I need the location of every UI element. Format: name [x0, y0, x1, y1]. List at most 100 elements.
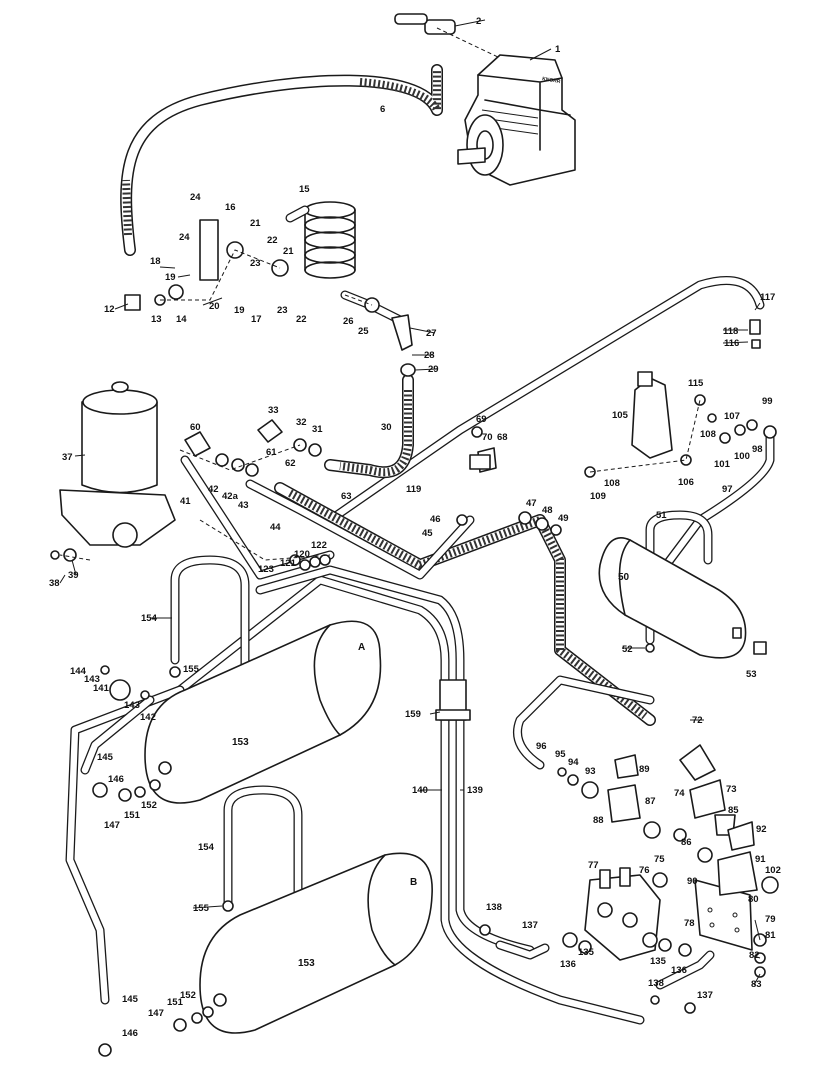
label-31: 31 — [312, 424, 323, 435]
label-154a: 154 — [141, 613, 158, 624]
label-37: 37 — [62, 452, 73, 463]
label-23b: 23 — [277, 305, 288, 316]
label-85: 85 — [728, 805, 739, 816]
label-38: 38 — [49, 578, 60, 589]
label-99: 99 — [762, 396, 773, 407]
label-14: 14 — [176, 314, 187, 325]
label-115: 115 — [688, 378, 704, 389]
label-20: 20 — [209, 301, 220, 312]
label-23a: 23 — [250, 258, 261, 269]
label-101: 101 — [714, 459, 731, 470]
label-142: 142 — [140, 712, 156, 723]
label-108a: 108 — [700, 429, 716, 440]
label-70: 70 — [482, 432, 493, 443]
assembly-leaders — [59, 27, 701, 561]
label-1: 1 — [555, 44, 561, 55]
label-60: 60 — [190, 422, 201, 433]
label-155b: 155 — [193, 903, 210, 914]
label-51: 51 — [656, 510, 667, 521]
air-tank-B: B 153 — [199, 852, 433, 1034]
label-49: 49 — [558, 513, 569, 524]
label-91: 91 — [755, 854, 766, 865]
label-119: 119 — [406, 484, 421, 495]
label-147a: 147 — [104, 820, 120, 831]
label-135a: 135 — [578, 947, 595, 958]
label-88: 88 — [593, 815, 604, 826]
label-159: 159 — [405, 709, 421, 720]
label-86: 86 — [681, 837, 692, 848]
tank-A-letter: A — [358, 642, 365, 653]
label-100: 100 — [734, 451, 750, 462]
label-68: 68 — [497, 432, 508, 443]
label-48: 48 — [542, 505, 553, 516]
label-42a: 42a — [222, 491, 239, 502]
tank-50-number: 50 — [618, 572, 630, 583]
label-41: 41 — [180, 496, 191, 507]
label-137b: 137 — [697, 990, 713, 1001]
label-121: 121 — [280, 558, 297, 569]
label-15: 15 — [299, 184, 310, 195]
tank-B-number: 153 — [298, 958, 315, 969]
label-39: 39 — [68, 570, 79, 581]
label-98: 98 — [752, 444, 763, 455]
label-89: 89 — [639, 764, 650, 775]
label-83: 83 — [751, 979, 762, 990]
label-24a: 24 — [190, 192, 201, 203]
label-93: 93 — [585, 766, 596, 777]
label-96: 96 — [536, 741, 547, 752]
fittings — [50, 219, 779, 1057]
label-16: 16 — [225, 202, 236, 213]
label-81: 81 — [765, 930, 776, 941]
label-78: 78 — [684, 918, 695, 929]
label-136a: 136 — [560, 959, 576, 970]
label-30: 30 — [381, 422, 392, 433]
label-13: 13 — [151, 314, 162, 325]
label-21b: 21 — [283, 246, 294, 257]
label-155a: 155 — [183, 664, 200, 675]
label-102: 102 — [765, 865, 781, 876]
label-52: 52 — [622, 644, 633, 655]
valve-105 — [631, 371, 673, 459]
label-61: 61 — [266, 447, 277, 458]
label-69: 69 — [476, 414, 487, 425]
compressor-brand: KNORR — [542, 76, 561, 85]
label-97: 97 — [722, 484, 733, 495]
label-53: 53 — [746, 669, 757, 680]
label-137a: 137 — [522, 920, 538, 931]
brake-valve-77 — [584, 867, 661, 961]
label-92: 92 — [756, 824, 767, 835]
label-80: 80 — [748, 894, 759, 905]
label-151b: 151 — [167, 997, 184, 1008]
label-46: 46 — [430, 514, 441, 525]
label-22a: 22 — [267, 235, 278, 246]
air-compressor: KNORR — [394, 13, 576, 186]
label-42: 42 — [208, 484, 219, 495]
label-94: 94 — [568, 757, 579, 768]
label-19b: 19 — [234, 305, 245, 316]
label-143b: 143 — [124, 700, 140, 711]
label-33: 33 — [268, 405, 279, 416]
label-139: 139 — [467, 785, 483, 796]
label-123: 123 — [258, 564, 274, 575]
label-146a: 146 — [108, 774, 124, 785]
label-21a: 21 — [250, 218, 261, 229]
label-79: 79 — [765, 914, 776, 925]
label-106: 106 — [678, 477, 694, 488]
label-105: 105 — [612, 410, 629, 421]
label-95: 95 — [555, 749, 566, 760]
label-17: 17 — [251, 314, 262, 325]
label-117: 117 — [760, 292, 775, 303]
label-19a: 19 — [165, 272, 176, 283]
label-26: 26 — [343, 316, 354, 327]
air-tank-A: A 153 — [144, 620, 382, 804]
label-62: 62 — [285, 458, 296, 469]
label-141: 141 — [93, 683, 110, 694]
label-22b: 22 — [296, 314, 307, 325]
air-tank-50: 50 — [598, 537, 747, 659]
label-145a: 145 — [97, 752, 114, 763]
label-122: 122 — [311, 540, 327, 551]
label-118: 118 — [723, 326, 738, 337]
label-43: 43 — [238, 500, 249, 511]
label-45: 45 — [422, 528, 433, 539]
tank-A-number: 153 — [232, 737, 249, 748]
